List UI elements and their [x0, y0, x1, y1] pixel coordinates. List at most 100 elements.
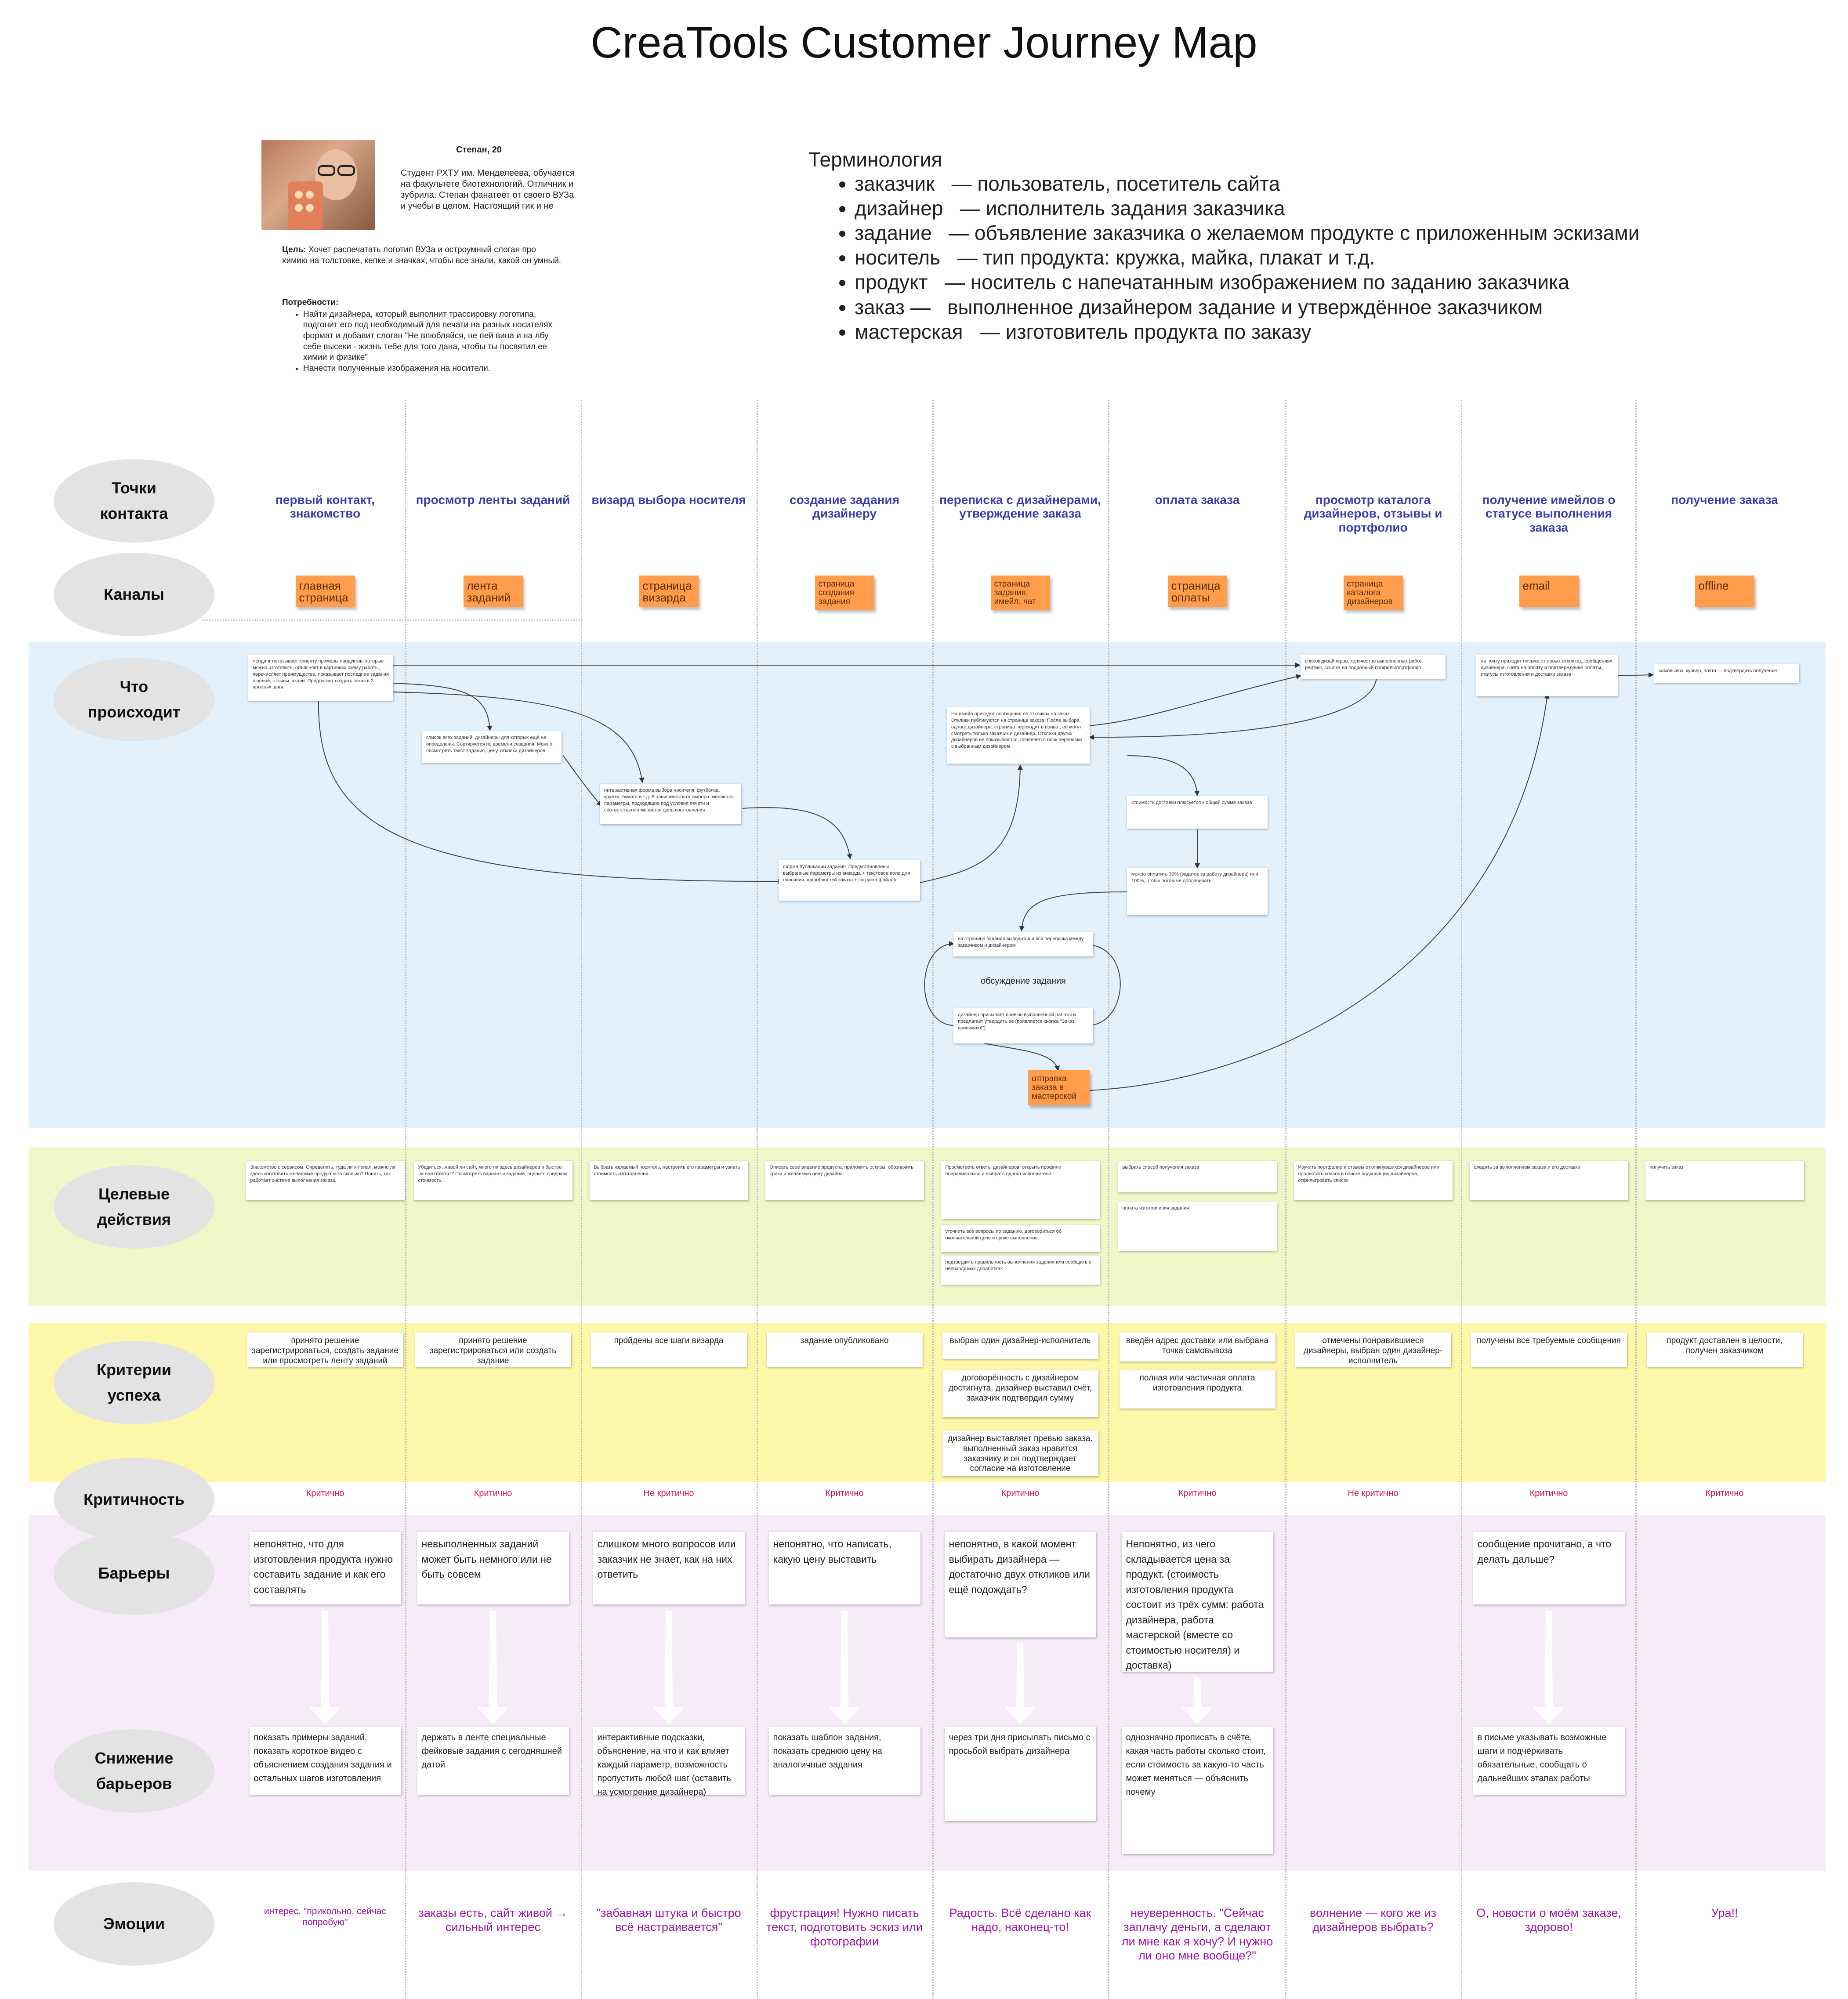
target-action-card: Выбрать желаемый носитель, настроить его… [589, 1161, 748, 1200]
flow-card-task-feed: список всех заданий, дизайнеры для котор… [422, 731, 562, 763]
barrier-card: невыполненных заданий может быть немного… [417, 1532, 569, 1604]
down-arrow-icon [653, 1611, 685, 1724]
row-label-what-happens: Что происходит [54, 658, 214, 741]
down-arrow-icon [1533, 1611, 1565, 1724]
lowering-card: в письме указывать возможные шаги и подч… [1473, 1727, 1625, 1795]
persona-needs-label: Потребности: [282, 298, 339, 307]
lowering-card: интерактивные подсказки, объяснение, на … [593, 1727, 745, 1797]
channel-sticky: страница создания задания [815, 576, 874, 610]
criticality-label: Не критично [1348, 1488, 1399, 1498]
target-action-card: оплата изготовления задания [1118, 1202, 1277, 1251]
flow-arrow [391, 692, 645, 783]
flow-arrow [742, 807, 852, 859]
column-separator [932, 400, 934, 1999]
down-arrow-icon [1181, 1678, 1213, 1724]
barrier-card: слишком много вопросов или заказчик не з… [593, 1532, 745, 1604]
row-label-touchpoints: Точки контакта [54, 459, 214, 543]
persona-goal-text: Хочет распечатать логотип ВУЗа и остроум… [282, 245, 561, 265]
row-label-barriers: Барьеры [54, 1532, 214, 1615]
target-action-card: Просмотреть ответы дизайнеров, открыть п… [941, 1161, 1100, 1219]
terminology-term: задание [855, 221, 932, 245]
flow-card-wizard: интерактивная форма выбора носителя: фут… [600, 784, 741, 824]
down-arrow-icon [477, 1611, 509, 1724]
barrier-card: непонятно, в какой момент выбирать дизай… [944, 1532, 1096, 1637]
persona-name: Степан, 20 [456, 145, 502, 155]
emotion-text: заказы есть, сайт живой → сильный интере… [418, 1906, 568, 1934]
flow-arrow [918, 764, 1023, 884]
channel-sticky: email [1519, 576, 1579, 607]
terminology-list: заказчик — пользователь, посетитель сайт… [808, 171, 1775, 344]
criticality-label: Критично [825, 1488, 864, 1498]
persona-need-item: Нанести полученные изображения на носите… [303, 363, 563, 374]
persona-bio: Студент РХТУ им. Менделеева, обучается н… [401, 168, 575, 211]
flow-card-task-form: форма публикации задания. Предустановлен… [779, 860, 920, 901]
row-label-emotions: Эмоции [54, 1882, 214, 1966]
lowering-card: через три дня присылать письмо с просьбо… [944, 1727, 1096, 1821]
target-action-card: Описать своё видение продукта, приложить… [765, 1161, 924, 1200]
terminology-item: носитель — тип продукта: кружка, майка, … [855, 245, 1775, 270]
channel-sticky: страница оплаты [1167, 576, 1227, 607]
flow-arrow [391, 683, 493, 731]
target-action-card: уточнить все вопросы по заданию, договор… [941, 1225, 1100, 1252]
target-action-card: получить заказ [1645, 1161, 1804, 1200]
flow-arrow [1089, 693, 1550, 1091]
touchpoint-title: оплата заказа [1155, 493, 1240, 507]
row-label-target-actions: Целевые действия [54, 1165, 214, 1249]
touchpoint-title: просмотр каталога дизайнеров, отзывы и п… [1304, 493, 1442, 534]
down-arrow-icon [829, 1611, 860, 1724]
terminology-term: заказчик [855, 172, 935, 195]
column-separator [405, 400, 406, 1999]
terminology-title: Терминология [808, 148, 942, 171]
what-happens-band [29, 642, 1826, 1128]
terminology-definition: — тип продукта: кружка, майка, плакат и … [957, 246, 1375, 269]
row-label-channels: Каналы [54, 553, 214, 636]
criticality-label: Не критично [643, 1488, 694, 1498]
touchpoint-title: получение заказа [1671, 493, 1778, 507]
success-criterion-card: отмечены понравившиеся дизайнеры, выбран… [1295, 1333, 1451, 1367]
down-arrow-icon [309, 1611, 341, 1724]
persona-goal-label: Цель: [282, 245, 306, 254]
success-criterion-card: продукт доставлен в целости, получен зак… [1646, 1333, 1803, 1367]
channels-divider [202, 619, 583, 621]
target-action-card: подтвердить правильность выполнения зада… [941, 1256, 1100, 1285]
target-action-card: Убедиться, живой ли сайт, много ли здесь… [413, 1161, 573, 1200]
target-action-card: выбрать способ получения заказа [1118, 1161, 1277, 1192]
discussion-label: обсуждение задания [981, 976, 1066, 986]
terminology-definition: — исполнитель задания заказчика [960, 197, 1285, 220]
terminology-term: продукт [855, 271, 928, 294]
criticality-label: Критично [474, 1488, 512, 1498]
flow-arrow [1127, 755, 1200, 796]
criticality-label: Критично [306, 1488, 344, 1498]
emotion-text: неуверенность. "Сейчас заплачу деньги, а… [1121, 1906, 1273, 1963]
column-separator [1285, 400, 1286, 1999]
flow-arrow [984, 1043, 1060, 1071]
persona-goal: Цель: Хочет распечатать логотип ВУЗа и о… [282, 245, 563, 266]
success-criterion-card: принято решение зарегистрироваться или с… [415, 1333, 571, 1367]
terminology-term: заказ — [855, 295, 931, 319]
flow-arrow [1616, 672, 1654, 678]
channel-sticky: страница задания, имейл, чат [990, 576, 1050, 610]
terminology-item: мастерская — изготовитель продукта по за… [855, 319, 1775, 344]
criticality-label: Критично [1178, 1488, 1217, 1498]
persona-photo [261, 140, 375, 230]
emotion-text: Ура!! [1711, 1906, 1738, 1919]
terminology-block: Терминология заказчик — пользователь, по… [808, 148, 1775, 344]
flow-card-discussion-bottom: дизайнер присылает превью выполненной ра… [953, 1008, 1093, 1043]
column-separator [1635, 400, 1637, 1999]
barrier-card: непонятно, что для изготовления продукта… [249, 1532, 401, 1604]
emotion-text: интерес. "прикольно, сейчас попробую" [264, 1906, 386, 1928]
channel-sticky: главная страница [295, 576, 355, 607]
page-title: CreaTools Customer Journey Map [591, 18, 1257, 67]
column-separator [757, 400, 758, 1999]
touchpoint-title: просмотр ленты заданий [416, 493, 570, 507]
terminology-item: дизайнер — исполнитель задания заказчика [855, 196, 1775, 221]
terminology-term: мастерская [855, 320, 963, 343]
terminology-definition: выполненное дизайнером задание и утвержд… [947, 295, 1543, 319]
emotion-text: фрустрация! Нужно писать текст, подготов… [766, 1906, 923, 1948]
terminology-definition: — изготовитель продукта по заказу [979, 320, 1312, 343]
flow-arrow [1089, 676, 1377, 740]
criticality-label: Критично [1001, 1488, 1040, 1498]
flow-card-pickup: самовывоз, курьер, почта — подтвердить п… [1654, 664, 1799, 683]
criticality-label: Критично [1705, 1488, 1744, 1498]
